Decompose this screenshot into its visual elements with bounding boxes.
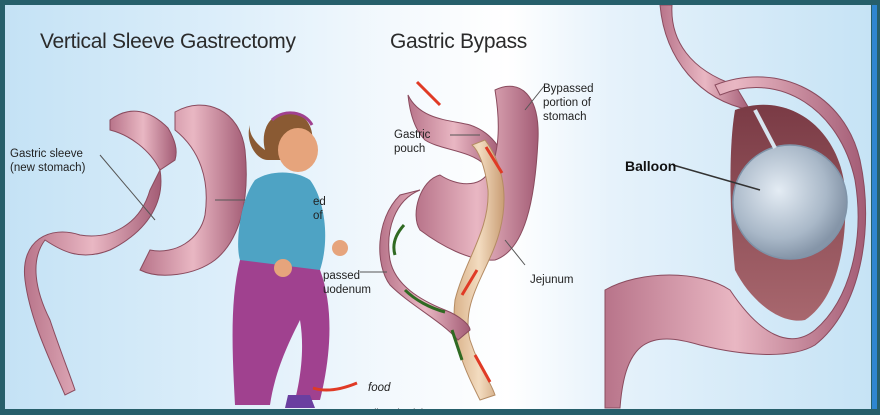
bypassed-stomach-label: Bypassed portion of stomach xyxy=(543,83,594,123)
bypass-stomach-illustration xyxy=(312,80,546,401)
jejunum-label: Jejunum xyxy=(530,274,574,286)
illustration-artwork xyxy=(23,5,867,409)
sleeve-stomach-illustration xyxy=(23,104,250,396)
digestive-juice-legend-label: digestive juice xyxy=(370,407,433,409)
bypassed-duodenum-label: passed uodenum xyxy=(323,270,371,296)
food-legend-label: food xyxy=(368,382,391,394)
right-edge-stripe xyxy=(872,5,877,409)
removed-stomach-label: ed of xyxy=(313,196,326,222)
runner-figure xyxy=(232,111,348,408)
balloon-stomach-illustration xyxy=(604,5,867,409)
sleeve-title: Vertical Sleeve Gastrectomy xyxy=(40,30,296,53)
bypass-title: Gastric Bypass xyxy=(390,30,528,53)
balloon-label: Balloon xyxy=(625,158,677,174)
gastric-sleeve-label: Gastric sleeve (new stomach) xyxy=(10,148,86,174)
illustration-frame: Vertical Sleeve Gastrectomy Gastric Bypa… xyxy=(5,5,871,409)
gastric-pouch-label: Gastric pouch xyxy=(394,129,431,155)
